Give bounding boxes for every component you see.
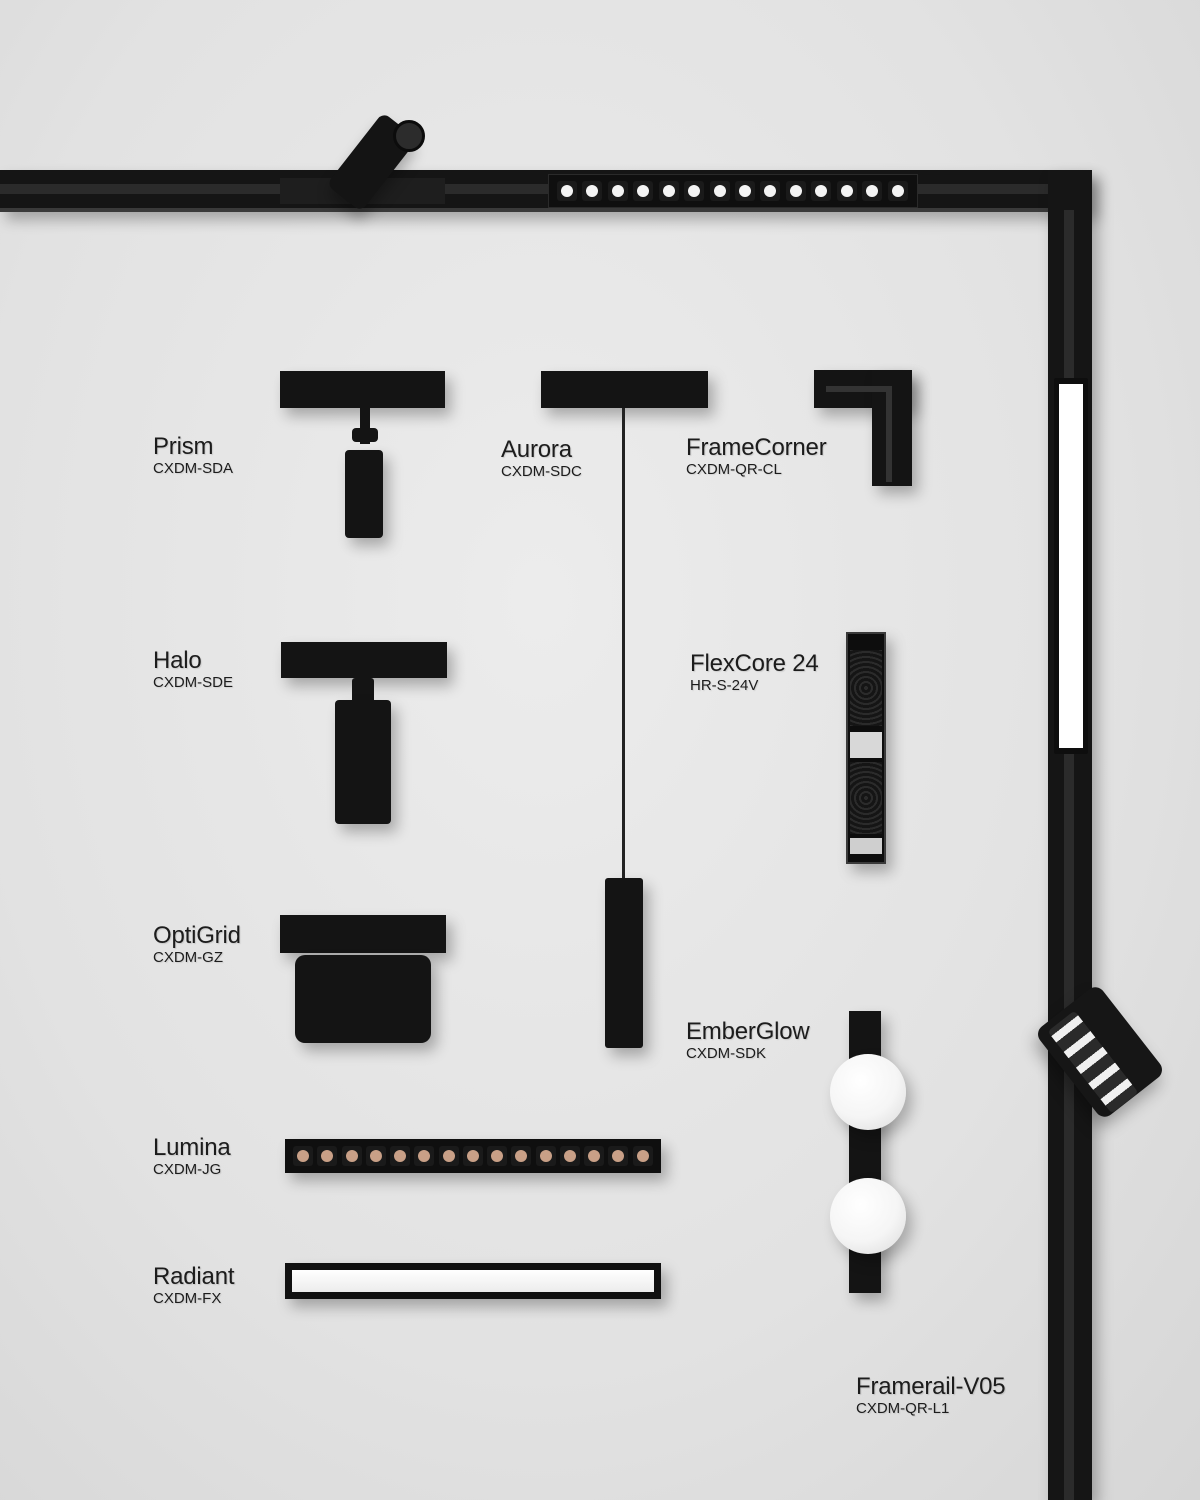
rail-grille-strip xyxy=(548,174,918,208)
rail-grille-led xyxy=(684,181,705,201)
prism-track-adapter xyxy=(280,371,445,408)
rail-grille-led xyxy=(557,181,577,201)
lumina-led xyxy=(341,1146,362,1166)
optigrid-label: OptiGrid CXDM-GZ xyxy=(153,922,241,967)
rail-linear-light-diffuser xyxy=(1059,384,1083,748)
framecorner-code: CXDM-QR-CL xyxy=(686,461,782,478)
framerail-label: Framerail-V05 CXDM-QR-L1 xyxy=(856,1373,1006,1418)
emberglow-name: EmberGlow xyxy=(686,1018,810,1045)
halo-label: Halo CXDM-SDE xyxy=(153,647,234,692)
lumina-led xyxy=(438,1146,459,1166)
lumina-led xyxy=(559,1146,580,1166)
lumina-led xyxy=(317,1146,338,1166)
flexcore-terminal xyxy=(850,838,882,854)
lumina-led xyxy=(632,1146,653,1166)
radiant-label: Radiant CXDM-FX xyxy=(153,1263,235,1308)
lumina-led xyxy=(390,1146,411,1166)
rail-grille-led xyxy=(607,181,628,201)
framerail-right-groove xyxy=(1064,210,1074,1500)
rail-grille-led xyxy=(785,181,806,201)
rail-grille-led xyxy=(811,181,832,201)
lumina-code: CXDM-JG xyxy=(153,1161,222,1178)
framerail-top-inner-edge xyxy=(0,208,1048,212)
aurora-pendant-cable xyxy=(622,408,625,878)
halo-code: CXDM-SDE xyxy=(153,674,234,691)
lumina-label: Lumina CXDM-JG xyxy=(153,1134,231,1179)
prism-spot-body xyxy=(345,450,383,538)
lumina-led xyxy=(414,1146,435,1166)
halo-spot-body xyxy=(335,700,391,824)
aurora-code: CXDM-SDC xyxy=(501,463,582,480)
framecorner-label: FrameCorner CXDM-QR-CL xyxy=(686,434,827,479)
prism-code: CXDM-SDA xyxy=(153,460,234,477)
lumina-led xyxy=(535,1146,556,1166)
lumina-led xyxy=(293,1146,313,1166)
optigrid-track-adapter xyxy=(280,915,446,953)
aurora-name: Aurora xyxy=(501,436,572,463)
rail-grille-led xyxy=(836,181,857,201)
rail-spot-lens xyxy=(393,120,425,152)
framecorner-name: FrameCorner xyxy=(686,434,827,461)
aurora-track-adapter xyxy=(541,371,708,408)
rail-grille-led xyxy=(760,181,781,201)
lumina-led xyxy=(365,1146,386,1166)
flexcore-spec-sticker xyxy=(850,732,882,758)
radiant-code: CXDM-FX xyxy=(153,1290,222,1307)
halo-stem xyxy=(352,678,374,704)
emberglow-code: CXDM-SDK xyxy=(686,1045,767,1062)
prism-name: Prism xyxy=(153,433,214,460)
lumina-grille-light xyxy=(285,1139,661,1173)
aurora-label: Aurora CXDM-SDC xyxy=(501,436,582,481)
lumina-name: Lumina xyxy=(153,1134,231,1161)
emberglow-label: EmberGlow CXDM-SDK xyxy=(686,1018,810,1063)
flexcore-name: FlexCore 24 xyxy=(690,650,819,677)
rail-grille-led xyxy=(633,181,654,201)
halo-name: Halo xyxy=(153,647,202,674)
flexcore-circuit-bottom xyxy=(850,762,882,834)
halo-track-adapter xyxy=(281,642,447,678)
rail-grille-led xyxy=(658,181,679,201)
framecorner-groove-vertical xyxy=(886,386,892,482)
lumina-led xyxy=(584,1146,605,1166)
framerail-top-groove xyxy=(0,184,1060,194)
optigrid-body xyxy=(295,955,431,1043)
prism-label: Prism CXDM-SDA xyxy=(153,433,234,478)
prism-stem xyxy=(360,408,370,444)
radiant-name: Radiant xyxy=(153,1263,235,1290)
rail-grille-led xyxy=(862,181,883,201)
emberglow-globe-bottom xyxy=(830,1178,906,1254)
rail-grille-led xyxy=(582,181,603,201)
framecorner-groove xyxy=(826,386,888,392)
prism-joint xyxy=(352,428,378,442)
lumina-led xyxy=(608,1146,629,1166)
rail-grille-led xyxy=(887,181,908,201)
optigrid-name: OptiGrid xyxy=(153,922,241,949)
rail-grille-led xyxy=(735,181,755,201)
lumina-led xyxy=(511,1146,532,1166)
lumina-led xyxy=(462,1146,483,1166)
radiant-diffuser xyxy=(292,1270,654,1292)
framerail-code: CXDM-QR-L1 xyxy=(856,1400,950,1417)
emberglow-globe-top xyxy=(830,1054,906,1130)
optigrid-code: CXDM-GZ xyxy=(153,949,223,966)
flexcore-circuit-top xyxy=(850,650,882,726)
flexcore-label: FlexCore 24 HR-S-24V xyxy=(690,650,819,695)
rail-grille-led xyxy=(709,181,730,201)
lumina-led xyxy=(487,1146,508,1166)
framerail-name: Framerail-V05 xyxy=(856,1373,1006,1400)
flexcore-code: HR-S-24V xyxy=(690,677,759,694)
aurora-pendant-body xyxy=(605,878,643,1048)
